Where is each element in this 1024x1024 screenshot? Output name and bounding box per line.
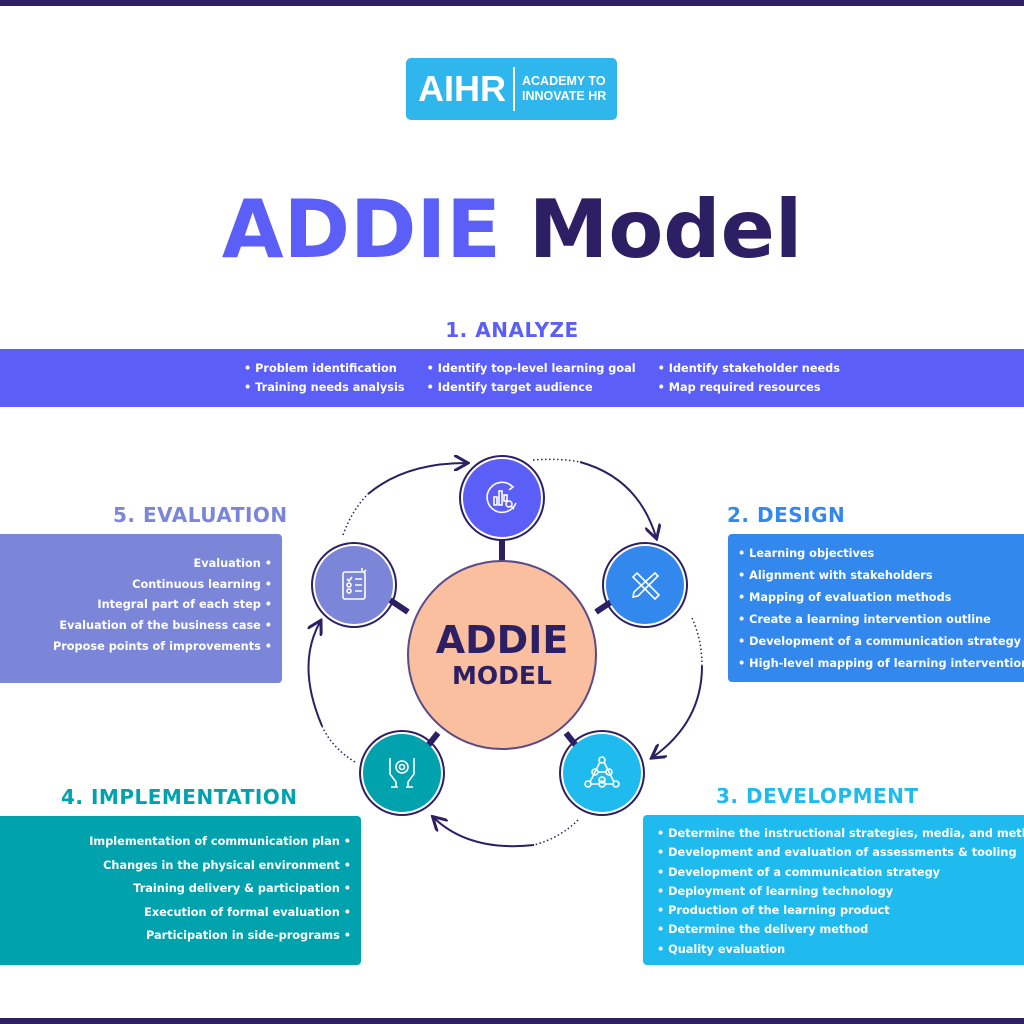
list-item: Implementation of communication plan • (89, 835, 351, 848)
list-item: • Production of the learning product (657, 904, 890, 918)
development-heading: 3. DEVELOPMENT (716, 784, 919, 808)
implementation-heading: 4. IMPLEMENTATION (61, 785, 298, 809)
analyze-node (459, 455, 545, 541)
logo-mark: AIHR (418, 68, 506, 109)
checklist-icon (342, 568, 367, 600)
arrow-development-implementation (434, 818, 535, 848)
list-item: • Development and evaluation of assessme… (657, 846, 1017, 860)
analyze-box: • Problem identification • Training needs… (0, 349, 1024, 407)
design-node (602, 542, 688, 628)
page-title: ADDIE Model (221, 183, 803, 276)
list-item: • High-level mapping of learning interve… (738, 657, 1024, 670)
list-item: Propose points of improvements • (52, 639, 272, 653)
development-box: • Determine the instructional strategies… (643, 815, 1024, 965)
list-item: • Quality evaluation (657, 942, 786, 956)
design-heading: 2. DESIGN (727, 503, 846, 527)
list-item: • Deployment of learning technology (657, 884, 894, 898)
list-item: Integral part of each step • (97, 598, 272, 612)
evaluation-box: Evaluation • Continuous learning • Integra… (0, 534, 282, 683)
arrow-eval-analyze (367, 463, 466, 495)
logo-divider (513, 67, 515, 111)
top-border (0, 0, 1024, 6)
list-item: • Development of a communication strateg… (738, 635, 1022, 648)
addie-model-center: ADDIE MODEL (407, 560, 597, 750)
list-item: Changes in the physical environment • (103, 858, 351, 872)
list-item: • Identify stakeholder needs (657, 362, 840, 375)
list-item: • Map required resources (657, 381, 821, 394)
development-node (559, 730, 645, 816)
list-item: • Mapping of evaluation methods (738, 591, 952, 604)
analyze-column: • Identify stakeholder needs • Map requir… (658, 359, 840, 397)
list-item: • Determine the instructional strategies… (657, 827, 1024, 840)
list-item: • Training needs analysis (244, 381, 405, 394)
list-item: Participation in side-programs • (146, 929, 351, 942)
hands-gear-icon (389, 758, 415, 788)
list-item: • Learning objectives (738, 547, 875, 560)
list-item: • Development of a communication strateg… (657, 865, 941, 879)
list-item: • Create a learning intervention outline (738, 613, 991, 626)
analyze-heading: 1. ANALYZE (445, 318, 579, 342)
list-item: Execution of formal evaluation • (144, 905, 351, 919)
list-item: Evaluation of the business case • (59, 619, 272, 633)
list-item: Continuous learning • (132, 577, 272, 591)
list-item: • Identify target audience (426, 381, 593, 394)
list-item: Training delivery & participation • (133, 882, 351, 895)
bottom-border (0, 1018, 1024, 1024)
chart-analysis-icon (486, 481, 517, 514)
arrow-design-development (653, 665, 703, 757)
arrow-implementation-evaluation (308, 622, 323, 727)
arrow-analyze-design (579, 461, 656, 537)
evaluation-heading: 5. EVALUATION (113, 503, 288, 527)
analyze-column: • Identify top-level learning goal • Iden… (427, 359, 636, 397)
list-item: • Identify top-level learning goal (426, 362, 636, 375)
list-item: • Problem identification (244, 362, 397, 375)
list-item: Evaluation • (193, 557, 272, 570)
network-triangle-icon (584, 756, 620, 788)
list-item: • Alignment with stakeholders (738, 569, 933, 582)
evaluation-node (311, 542, 397, 628)
implementation-box: Implementation of communication plan • Ch… (0, 816, 361, 965)
list-item: • Determine the delivery method (657, 923, 869, 937)
pencil-ruler-icon (631, 571, 661, 601)
design-box: • Learning objectives • Alignment with st… (728, 534, 1024, 682)
implementation-node (359, 730, 445, 816)
analyze-column: • Problem identification • Training needs… (244, 359, 405, 397)
